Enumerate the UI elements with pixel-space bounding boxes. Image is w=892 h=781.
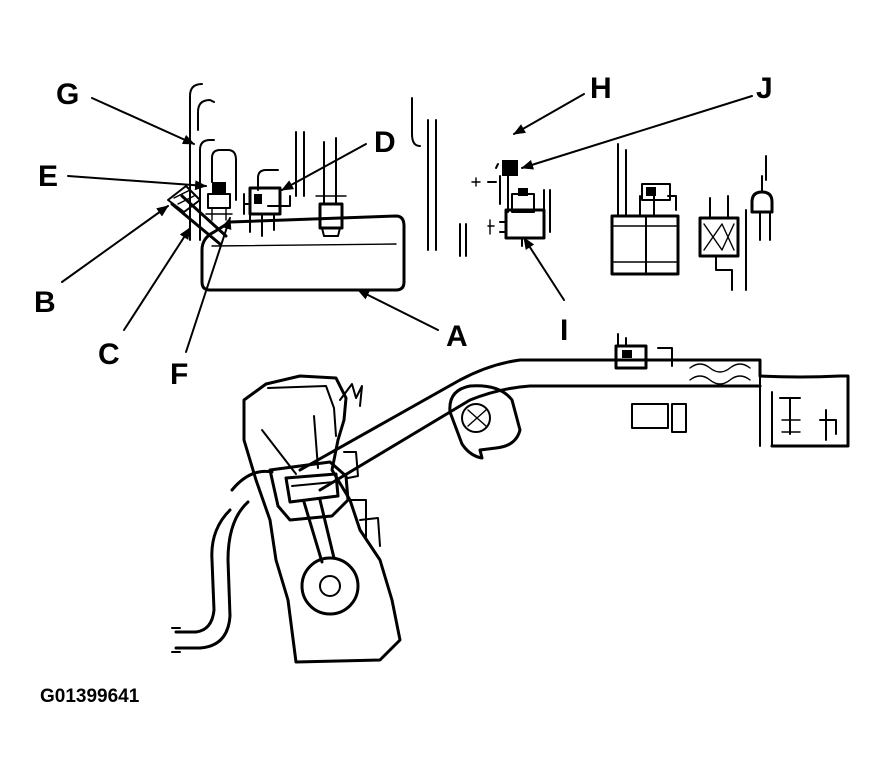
callout-b: B bbox=[34, 286, 56, 319]
callout-h: H bbox=[590, 72, 612, 105]
charcoal-canister-assembly bbox=[167, 83, 437, 292]
callout-f: F bbox=[170, 358, 188, 391]
callout-d: D bbox=[374, 126, 396, 159]
leader-lines bbox=[61, 93, 753, 353]
leader-j bbox=[521, 95, 753, 170]
leader-d bbox=[281, 143, 367, 191]
callout-i: I bbox=[560, 314, 568, 347]
leader-a bbox=[357, 289, 439, 331]
engine-and-intake bbox=[171, 333, 850, 664]
leader-b bbox=[61, 205, 169, 283]
callout-a: A bbox=[446, 320, 468, 353]
callout-g: G bbox=[56, 78, 79, 111]
leader-i bbox=[523, 237, 565, 301]
right-upper-components bbox=[610, 143, 774, 291]
leader-h bbox=[513, 93, 585, 135]
callout-labels: G E B C F D A H J I bbox=[34, 72, 773, 391]
vacuum-control-assembly bbox=[459, 160, 551, 257]
leader-c bbox=[123, 227, 191, 331]
leader-e bbox=[67, 175, 207, 191]
callout-c: C bbox=[98, 338, 120, 371]
callout-j: J bbox=[756, 72, 773, 105]
leader-g bbox=[91, 97, 195, 145]
leader-f bbox=[185, 217, 232, 353]
figure-id: G01399641 bbox=[40, 686, 140, 707]
callout-e: E bbox=[38, 160, 58, 193]
